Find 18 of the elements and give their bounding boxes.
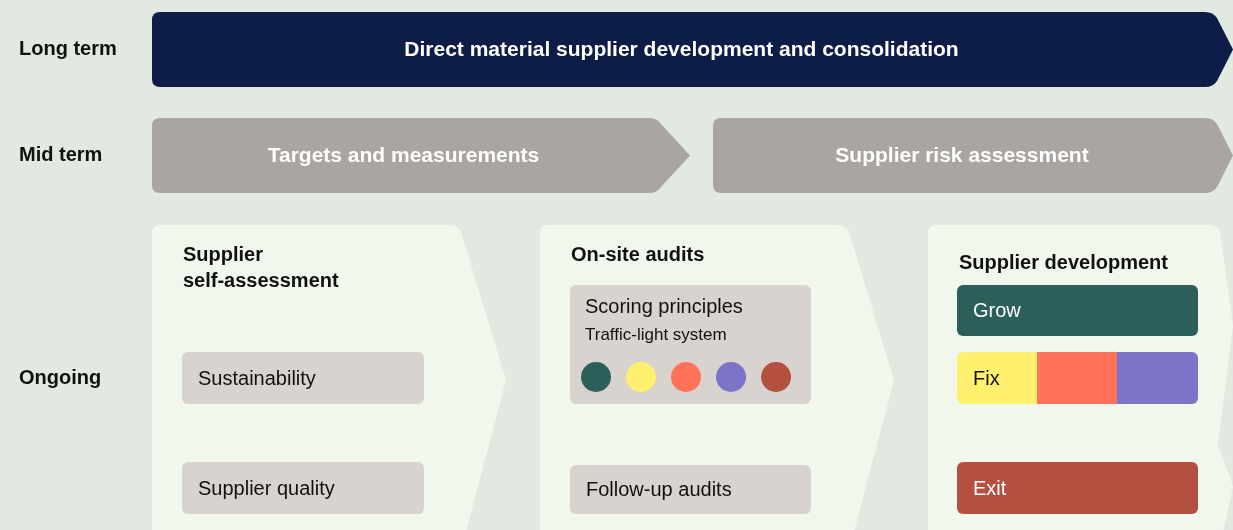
item-box: Sustainability	[182, 352, 424, 404]
item-box: Supplier quality	[182, 462, 424, 514]
item-box: Exit	[957, 462, 1198, 514]
band-title: Supplier risk assessment	[834, 142, 1090, 167]
item-box: Follow-up audits	[570, 465, 811, 514]
card-title: Scoring principles	[585, 295, 743, 318]
band-title: Direct material supplier development and consolidation	[403, 36, 960, 61]
item-box: Grow	[957, 285, 1198, 336]
row-label: Ongoing	[19, 366, 102, 389]
panel-heading: On-site audits	[571, 242, 706, 267]
card-subtitle: Traffic-light system	[585, 325, 727, 345]
scoring-card	[570, 285, 811, 404]
band-title: Targets and measurements	[266, 142, 541, 167]
row-label: Long term	[19, 37, 117, 60]
row-label: Mid term	[19, 143, 103, 166]
panel-heading: Supplier development	[959, 250, 1169, 275]
fix-bar: Fix	[957, 352, 1198, 404]
panel-heading: Supplier self-assessment	[183, 242, 340, 293]
